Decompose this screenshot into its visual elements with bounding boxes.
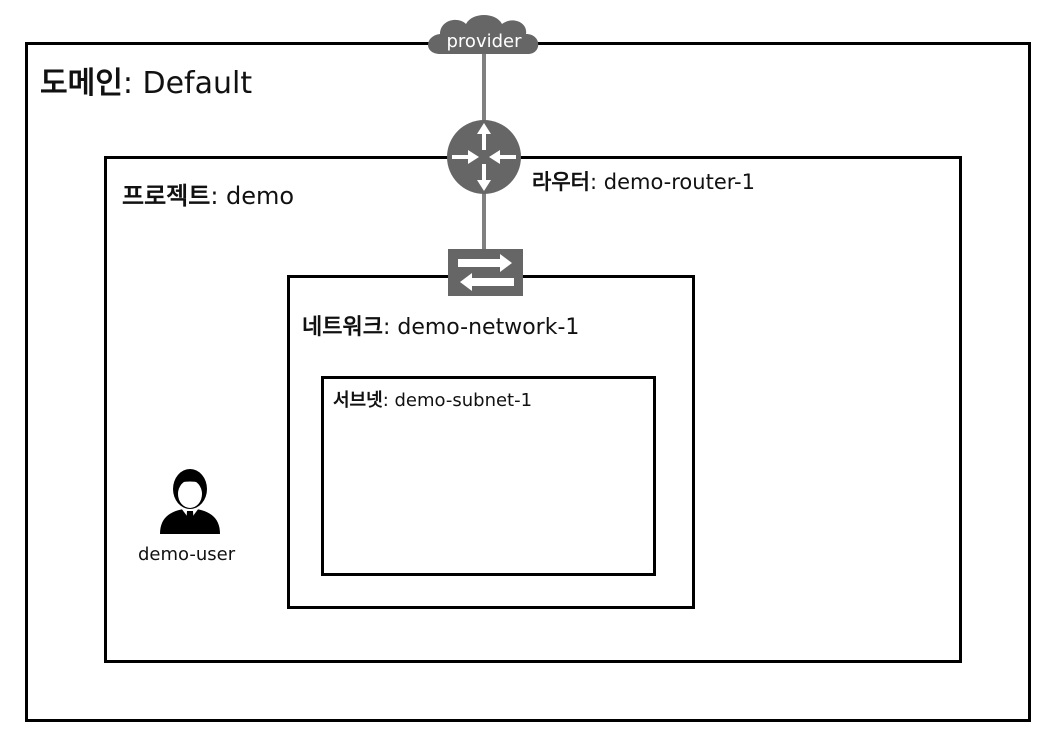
project-box xyxy=(104,156,962,663)
subnet-label: 서브넷: demo-subnet-1 xyxy=(333,386,532,412)
network-name: demo-network-1 xyxy=(397,315,580,340)
cloud-icon[interactable]: provider xyxy=(428,15,539,54)
router-icon[interactable] xyxy=(447,120,521,194)
subnet-prefix: 서브넷 xyxy=(333,390,383,411)
domain-name: Default xyxy=(142,66,253,101)
router-label: 라우터: demo-router-1 xyxy=(532,166,755,196)
domain-prefix: 도메인 xyxy=(40,66,123,101)
subnet-name: demo-subnet-1 xyxy=(394,390,533,411)
project-label: 프로젝트: demo xyxy=(122,176,294,211)
network-separator: : xyxy=(382,315,398,340)
network-label: 네트워크: demo-network-1 xyxy=(302,309,579,341)
domain-label: 도메인: Default xyxy=(40,58,252,102)
router-prefix: 라우터 xyxy=(532,170,590,194)
user-icon[interactable] xyxy=(160,469,220,534)
project-prefix: 프로젝트 xyxy=(122,182,211,210)
router-name: demo-router-1 xyxy=(603,170,755,194)
project-separator: : xyxy=(210,182,227,210)
network-prefix: 네트워크 xyxy=(302,315,383,340)
user-label: demo-user xyxy=(138,544,236,565)
router-separator: : xyxy=(589,170,604,194)
domain-separator: : xyxy=(122,66,143,101)
switch-icon[interactable] xyxy=(448,249,523,296)
subnet-box xyxy=(321,376,656,576)
subnet-separator: : xyxy=(382,390,395,411)
provider-label: provider xyxy=(447,31,523,52)
project-name: demo xyxy=(226,182,295,210)
